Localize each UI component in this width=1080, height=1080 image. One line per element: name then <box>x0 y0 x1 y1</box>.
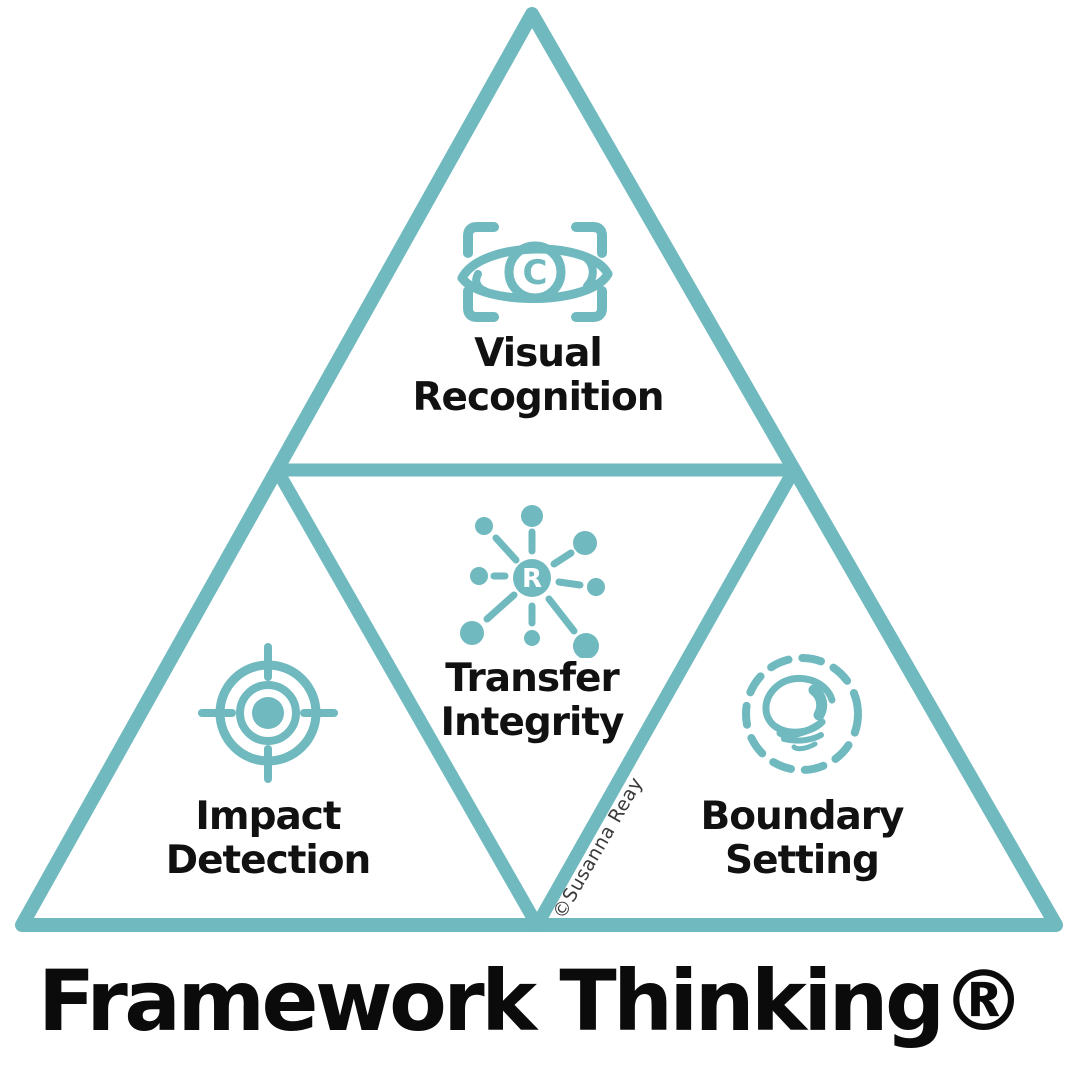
bulb-coil-1 <box>776 718 826 739</box>
bulb-coil-3 <box>791 741 818 752</box>
hub-node-nw <box>475 517 493 535</box>
scan-corner-bottom-right <box>571 286 607 322</box>
label-line: Integrity <box>440 700 625 746</box>
inner-triangle <box>270 463 801 932</box>
hub-node-s <box>524 630 540 646</box>
bulb-highlight <box>808 684 828 721</box>
eye-iris-letter: C <box>523 253 548 293</box>
label-line: Impact <box>195 794 341 839</box>
hub-node-e <box>587 578 605 596</box>
eye-copyright-scan-icon: C <box>457 222 613 322</box>
eye-iris-ring <box>504 241 566 303</box>
section-label-visual-recognition: Visual Recognition <box>412 331 664 421</box>
label-line: Recognition <box>412 375 664 421</box>
scan-corner-top-right <box>571 222 607 258</box>
lightbulb-dashed-circle-icon <box>742 654 862 774</box>
hub-node-n <box>521 505 543 527</box>
dashed-boundary-ring <box>742 654 862 774</box>
hub-node-w <box>470 567 488 585</box>
section-label-boundary-setting: Boundary Setting <box>700 794 905 884</box>
label-line: Detection <box>165 838 372 884</box>
scan-corner-top-left <box>463 222 499 258</box>
eye-left-curl <box>472 270 489 295</box>
label-line: Setting <box>725 838 880 884</box>
target-bullseye <box>252 697 284 729</box>
network-hub-icon: R <box>460 505 605 658</box>
hub-node-se <box>573 633 599 658</box>
section-label-transfer-integrity: Transfer Integrity <box>440 656 625 746</box>
target-crosshair-icon <box>198 643 338 783</box>
hub-node-ne <box>573 531 597 555</box>
target-inner-ring <box>236 681 300 745</box>
hub-spoke-sw <box>483 591 518 623</box>
hub-center-letter: R <box>522 564 542 594</box>
hub-spoke-nw <box>492 534 520 564</box>
label-line: Boundary <box>700 794 905 839</box>
hub-spoke-e <box>555 578 584 589</box>
hub-center-disc <box>513 559 551 597</box>
label-line: Transfer <box>445 656 619 701</box>
eye-inner-lash <box>581 253 597 290</box>
bulb-coil-2 <box>781 732 824 744</box>
section-label-impact-detection: Impact Detection <box>165 794 372 884</box>
scan-corner-bottom-left <box>463 286 499 322</box>
hub-spoke-ne <box>550 549 575 568</box>
hub-spoke-se <box>545 595 578 635</box>
hub-node-sw <box>460 621 484 645</box>
diagram-title: Framework Thinking® <box>37 952 1026 1050</box>
label-line: Visual <box>474 331 603 376</box>
